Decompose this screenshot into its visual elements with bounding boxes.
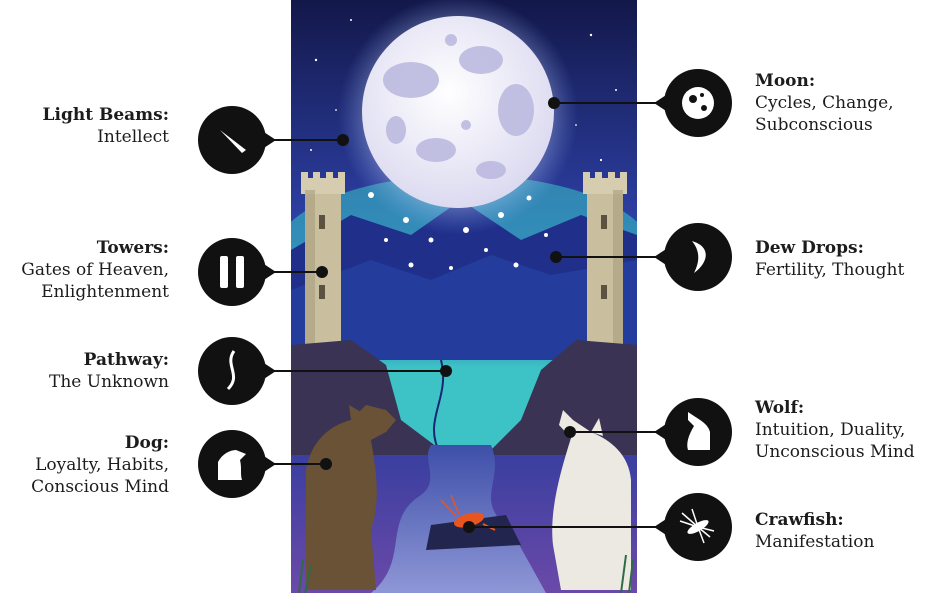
callout-light-beams xyxy=(198,106,349,174)
label-dog: Dog: Loyalty, Habits, Conscious Mind xyxy=(31,432,169,498)
anchor-dot xyxy=(316,266,328,278)
moon-icon xyxy=(682,87,714,119)
label-wolf: Wolf: Intuition, Duality, Unconscious Mi… xyxy=(755,397,915,463)
label-desc: Intuition, Duality, Unconscious Mind xyxy=(755,419,915,463)
callout-dew-drops xyxy=(550,223,732,291)
anchor-dot xyxy=(440,365,452,377)
label-title: Crawfish: xyxy=(755,509,874,531)
icon-badge xyxy=(198,238,266,306)
label-desc: Intellect xyxy=(43,126,169,148)
label-title: Light Beams: xyxy=(43,104,169,126)
anchor-dot xyxy=(463,521,475,533)
callout-towers xyxy=(198,238,328,306)
anchor-dot xyxy=(564,426,576,438)
label-title: Dew Drops: xyxy=(755,237,904,259)
label-desc: Manifestation xyxy=(755,531,874,553)
label-title: Moon: xyxy=(755,70,894,92)
anchor-dot xyxy=(320,458,332,470)
callout-pathway xyxy=(198,337,452,405)
label-desc: Loyalty, Habits, Conscious Mind xyxy=(31,454,169,498)
callout-moon xyxy=(548,69,732,137)
label-title: Dog: xyxy=(31,432,169,454)
callout-wolf xyxy=(564,398,732,466)
label-pathway: Pathway: The Unknown xyxy=(49,349,169,393)
label-title: Pathway: xyxy=(49,349,169,371)
callout-dog xyxy=(198,430,332,498)
label-desc: Gates of Heaven, Enlightenment xyxy=(21,259,169,303)
label-moon: Moon: Cycles, Change, Subconscious xyxy=(755,70,894,136)
label-towers: Towers: Gates of Heaven, Enlightenment xyxy=(21,237,169,303)
label-desc: The Unknown xyxy=(49,371,169,393)
label-dew-drops: Dew Drops: Fertility, Thought xyxy=(755,237,904,281)
anchor-dot xyxy=(337,134,349,146)
anchor-dot xyxy=(550,251,562,263)
label-desc: Fertility, Thought xyxy=(755,259,904,281)
anchor-dot xyxy=(548,97,560,109)
label-title: Wolf: xyxy=(755,397,915,419)
label-title: Towers: xyxy=(21,237,169,259)
icon-badge xyxy=(664,223,732,291)
label-light-beams: Light Beams: Intellect xyxy=(43,104,169,148)
label-desc: Cycles, Change, Subconscious xyxy=(755,92,894,136)
callout-crawfish xyxy=(463,493,732,561)
label-crawfish: Crawfish: Manifestation xyxy=(755,509,874,553)
